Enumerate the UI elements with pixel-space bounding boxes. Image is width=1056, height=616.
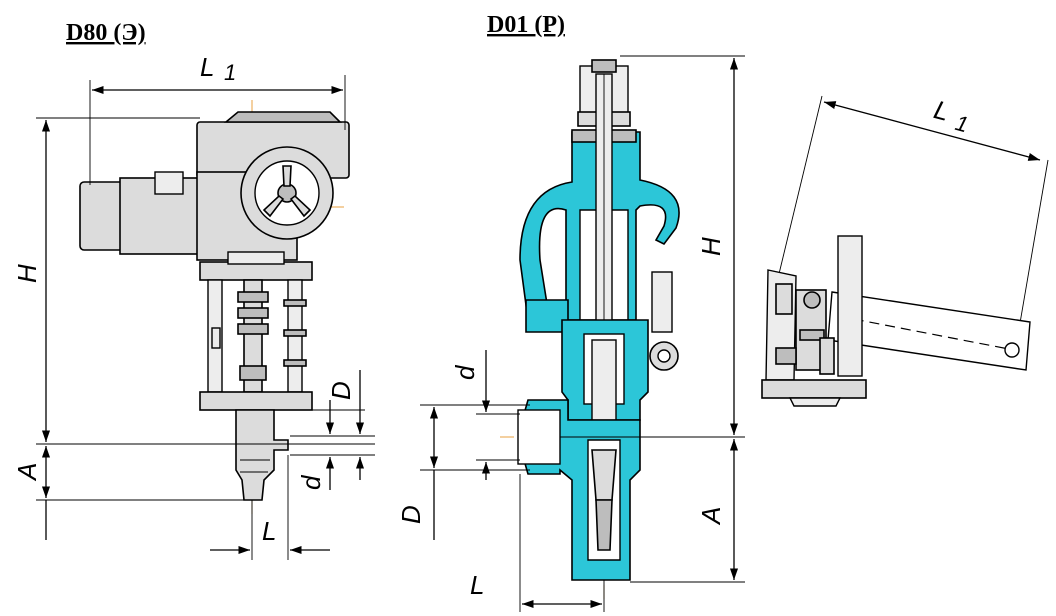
vertical-shaft <box>837 235 863 377</box>
stem-nut <box>237 323 269 335</box>
inlet-port <box>517 409 561 465</box>
title-d80: D80 (Э) <box>66 20 146 46</box>
handwheel-spoke <box>262 194 285 218</box>
pillar-ring <box>283 329 307 337</box>
scale <box>775 283 793 315</box>
motor-terminal-box <box>154 171 184 195</box>
pillar-ring <box>283 359 307 367</box>
extension-line <box>777 95 823 279</box>
stem-clamp <box>239 365 267 381</box>
dim-label-L: L <box>262 516 276 546</box>
stem-nut <box>237 307 269 319</box>
stem-lower <box>591 339 617 421</box>
dim-label-d: d <box>450 364 480 380</box>
mechanism-knob <box>803 291 821 309</box>
valve-body <box>235 409 289 501</box>
dim-label-H: H <box>696 237 726 256</box>
label-l1-left: L 1 <box>200 52 236 85</box>
eye-bolt-hole <box>657 349 671 363</box>
handwheel-spoke <box>282 165 292 187</box>
view-d01: H A D d L <box>396 55 745 612</box>
yoke-flange <box>199 261 313 281</box>
top-nut <box>591 59 617 73</box>
dim-label-A: A <box>12 463 42 482</box>
lever-pin <box>1004 342 1020 358</box>
mechanism-nut <box>799 329 825 341</box>
coupling <box>227 251 285 265</box>
view-lever: L 1 <box>761 94 1049 407</box>
dim-line-l1 <box>823 101 1041 161</box>
dim-label-L1: L <box>931 94 953 127</box>
seat-insert <box>595 499 613 551</box>
dim-label-D: D <box>326 381 356 400</box>
base-boss <box>788 397 842 407</box>
dim-label-L1-sub: 1 <box>953 110 971 137</box>
dim-label-d: d <box>296 474 326 490</box>
handwheel-spoke <box>289 194 312 218</box>
view-d80: L 1 H A D d L <box>12 52 375 560</box>
lever-hidden-line <box>837 315 1015 351</box>
dim-label-L1: L <box>200 52 214 82</box>
mechanism-block <box>775 347 797 365</box>
dim-label-D: D <box>396 505 426 524</box>
gearbox-cover <box>223 111 342 123</box>
mechanism-rod <box>819 337 835 375</box>
indicator <box>211 327 221 349</box>
dim-label-H: H <box>12 264 42 283</box>
lever-arm <box>827 291 1031 371</box>
pillar-ring <box>283 299 307 307</box>
plug <box>591 449 617 501</box>
dim-label-A: A <box>696 507 726 526</box>
dim-label-L1-sub: 1 <box>224 60 236 85</box>
side-fitting <box>651 271 673 333</box>
stem-nut <box>237 291 269 303</box>
label-l1-right: L 1 <box>931 94 971 137</box>
dim-label-L: L <box>470 570 484 600</box>
title-d01: D01 (Р) <box>487 12 565 38</box>
base-plate <box>761 379 867 399</box>
base-flange <box>199 391 313 411</box>
